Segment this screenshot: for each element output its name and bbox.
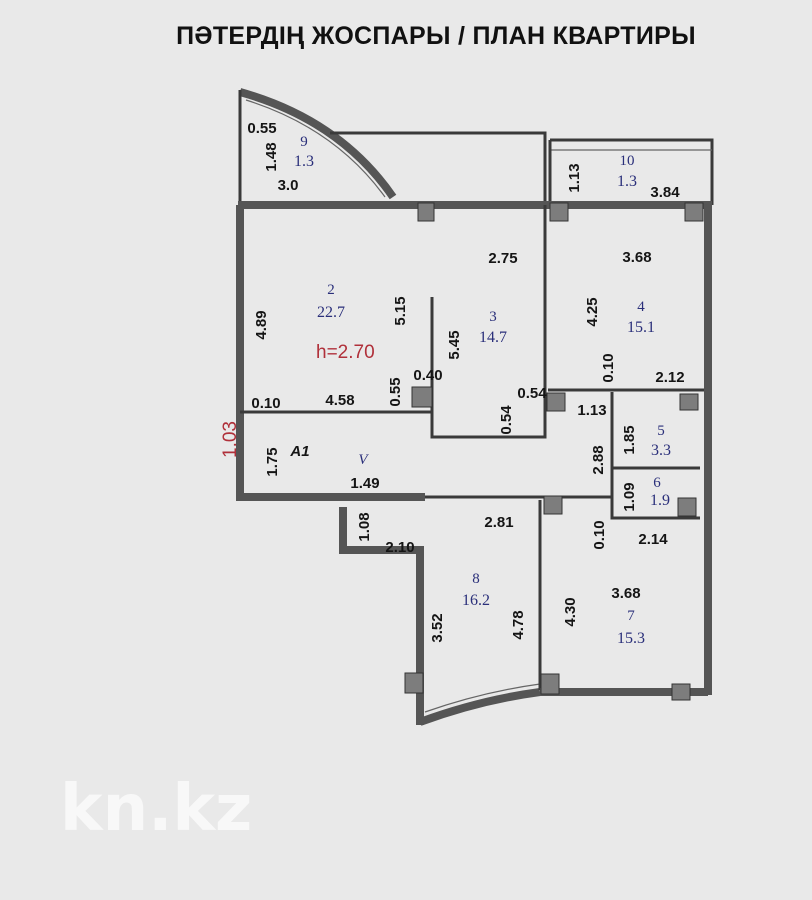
dimension: 0.40 [413,367,442,384]
column [549,202,569,222]
dimension: 4.78 [510,610,527,639]
dimension: 4.89 [253,310,270,339]
ceiling-height: h=2.70 [316,342,375,363]
dimension: 1.75 [264,447,281,476]
dimension: 2.75 [488,250,517,267]
room-5-number: 5 [657,423,665,439]
room-9-area: 1.3 [294,153,314,170]
dimension: 2.81 [484,514,513,531]
dimension: 1.13 [566,163,583,192]
dimension: 1.49 [350,475,379,492]
dimension: 0.10 [591,520,608,549]
room-4-area: 15.1 [627,319,655,336]
column [684,202,704,222]
room-2-number: 2 [327,282,335,298]
dimension: 0.55 [247,120,276,137]
room-8-area: 16.2 [462,592,490,609]
dimension: 4.30 [562,597,579,626]
hall-label: A1 [289,443,309,460]
dimension: 3.68 [622,249,651,266]
dimension: 4.25 [584,297,601,326]
dimension: 2.88 [590,445,607,474]
dimension: 2.10 [385,539,414,556]
dimension: 3.84 [650,184,680,201]
column [540,673,560,695]
dimension: 0.10 [600,353,617,382]
watermark: kn.kz [60,772,252,846]
dimension: 0.55 [387,377,404,406]
plan-title: ПӘТЕРДІҢ ЖОСПАРЫ / ПЛАН КВАРТИРЫ [176,22,696,50]
room-10-area: 1.3 [617,173,637,190]
hall-mark: V [358,452,369,468]
dimension: 3.52 [429,613,446,642]
room-4-number: 4 [637,299,645,315]
dimension: 1.09 [621,482,638,511]
dimension: 0.10 [251,395,280,412]
column [679,393,699,411]
room-6-area: 1.9 [650,492,670,509]
room-2-area: 22.7 [317,304,345,321]
room-6-number: 6 [653,475,661,491]
room-9-number: 9 [300,134,308,150]
room-7-number: 7 [627,608,635,624]
dimension: 1.13 [577,402,606,419]
dimension: 2.14 [638,531,668,548]
dimension: 5.45 [446,330,463,359]
room-3-area: 14.7 [479,329,507,346]
dimensions: 0.55 1.48 3.0 1.13 3.84 2.75 3.68 4.89 5… [247,120,684,643]
room-3-number: 3 [489,309,497,325]
columns [404,202,704,701]
column [671,683,691,701]
dimension: 3.68 [611,585,640,602]
dimension: 1.85 [621,425,638,454]
dimension: 4.58 [325,392,354,409]
room-8-number: 8 [472,571,480,587]
dimension: 3.0 [278,177,299,194]
column [546,392,566,412]
dimension: 2.12 [655,369,684,386]
room-10-number: 10 [620,153,635,169]
column [417,202,435,222]
dimension: 1.48 [263,142,280,171]
room-7-area: 15.3 [617,630,645,647]
dimension: 0.54 [498,405,515,435]
room-5-area: 3.3 [651,442,671,459]
dimension: 0.54 [517,385,547,402]
room-labels: 9 1.3 10 1.3 2 22.7 3 14.7 4 15.1 5 3.3 … [220,134,671,647]
side-mark: 1.03 [220,421,241,458]
column [411,386,433,408]
walls [236,88,714,726]
column [404,672,424,694]
column [543,495,563,515]
dimension: 5.15 [392,296,409,325]
column [677,497,697,517]
dimension: 1.08 [356,512,373,541]
